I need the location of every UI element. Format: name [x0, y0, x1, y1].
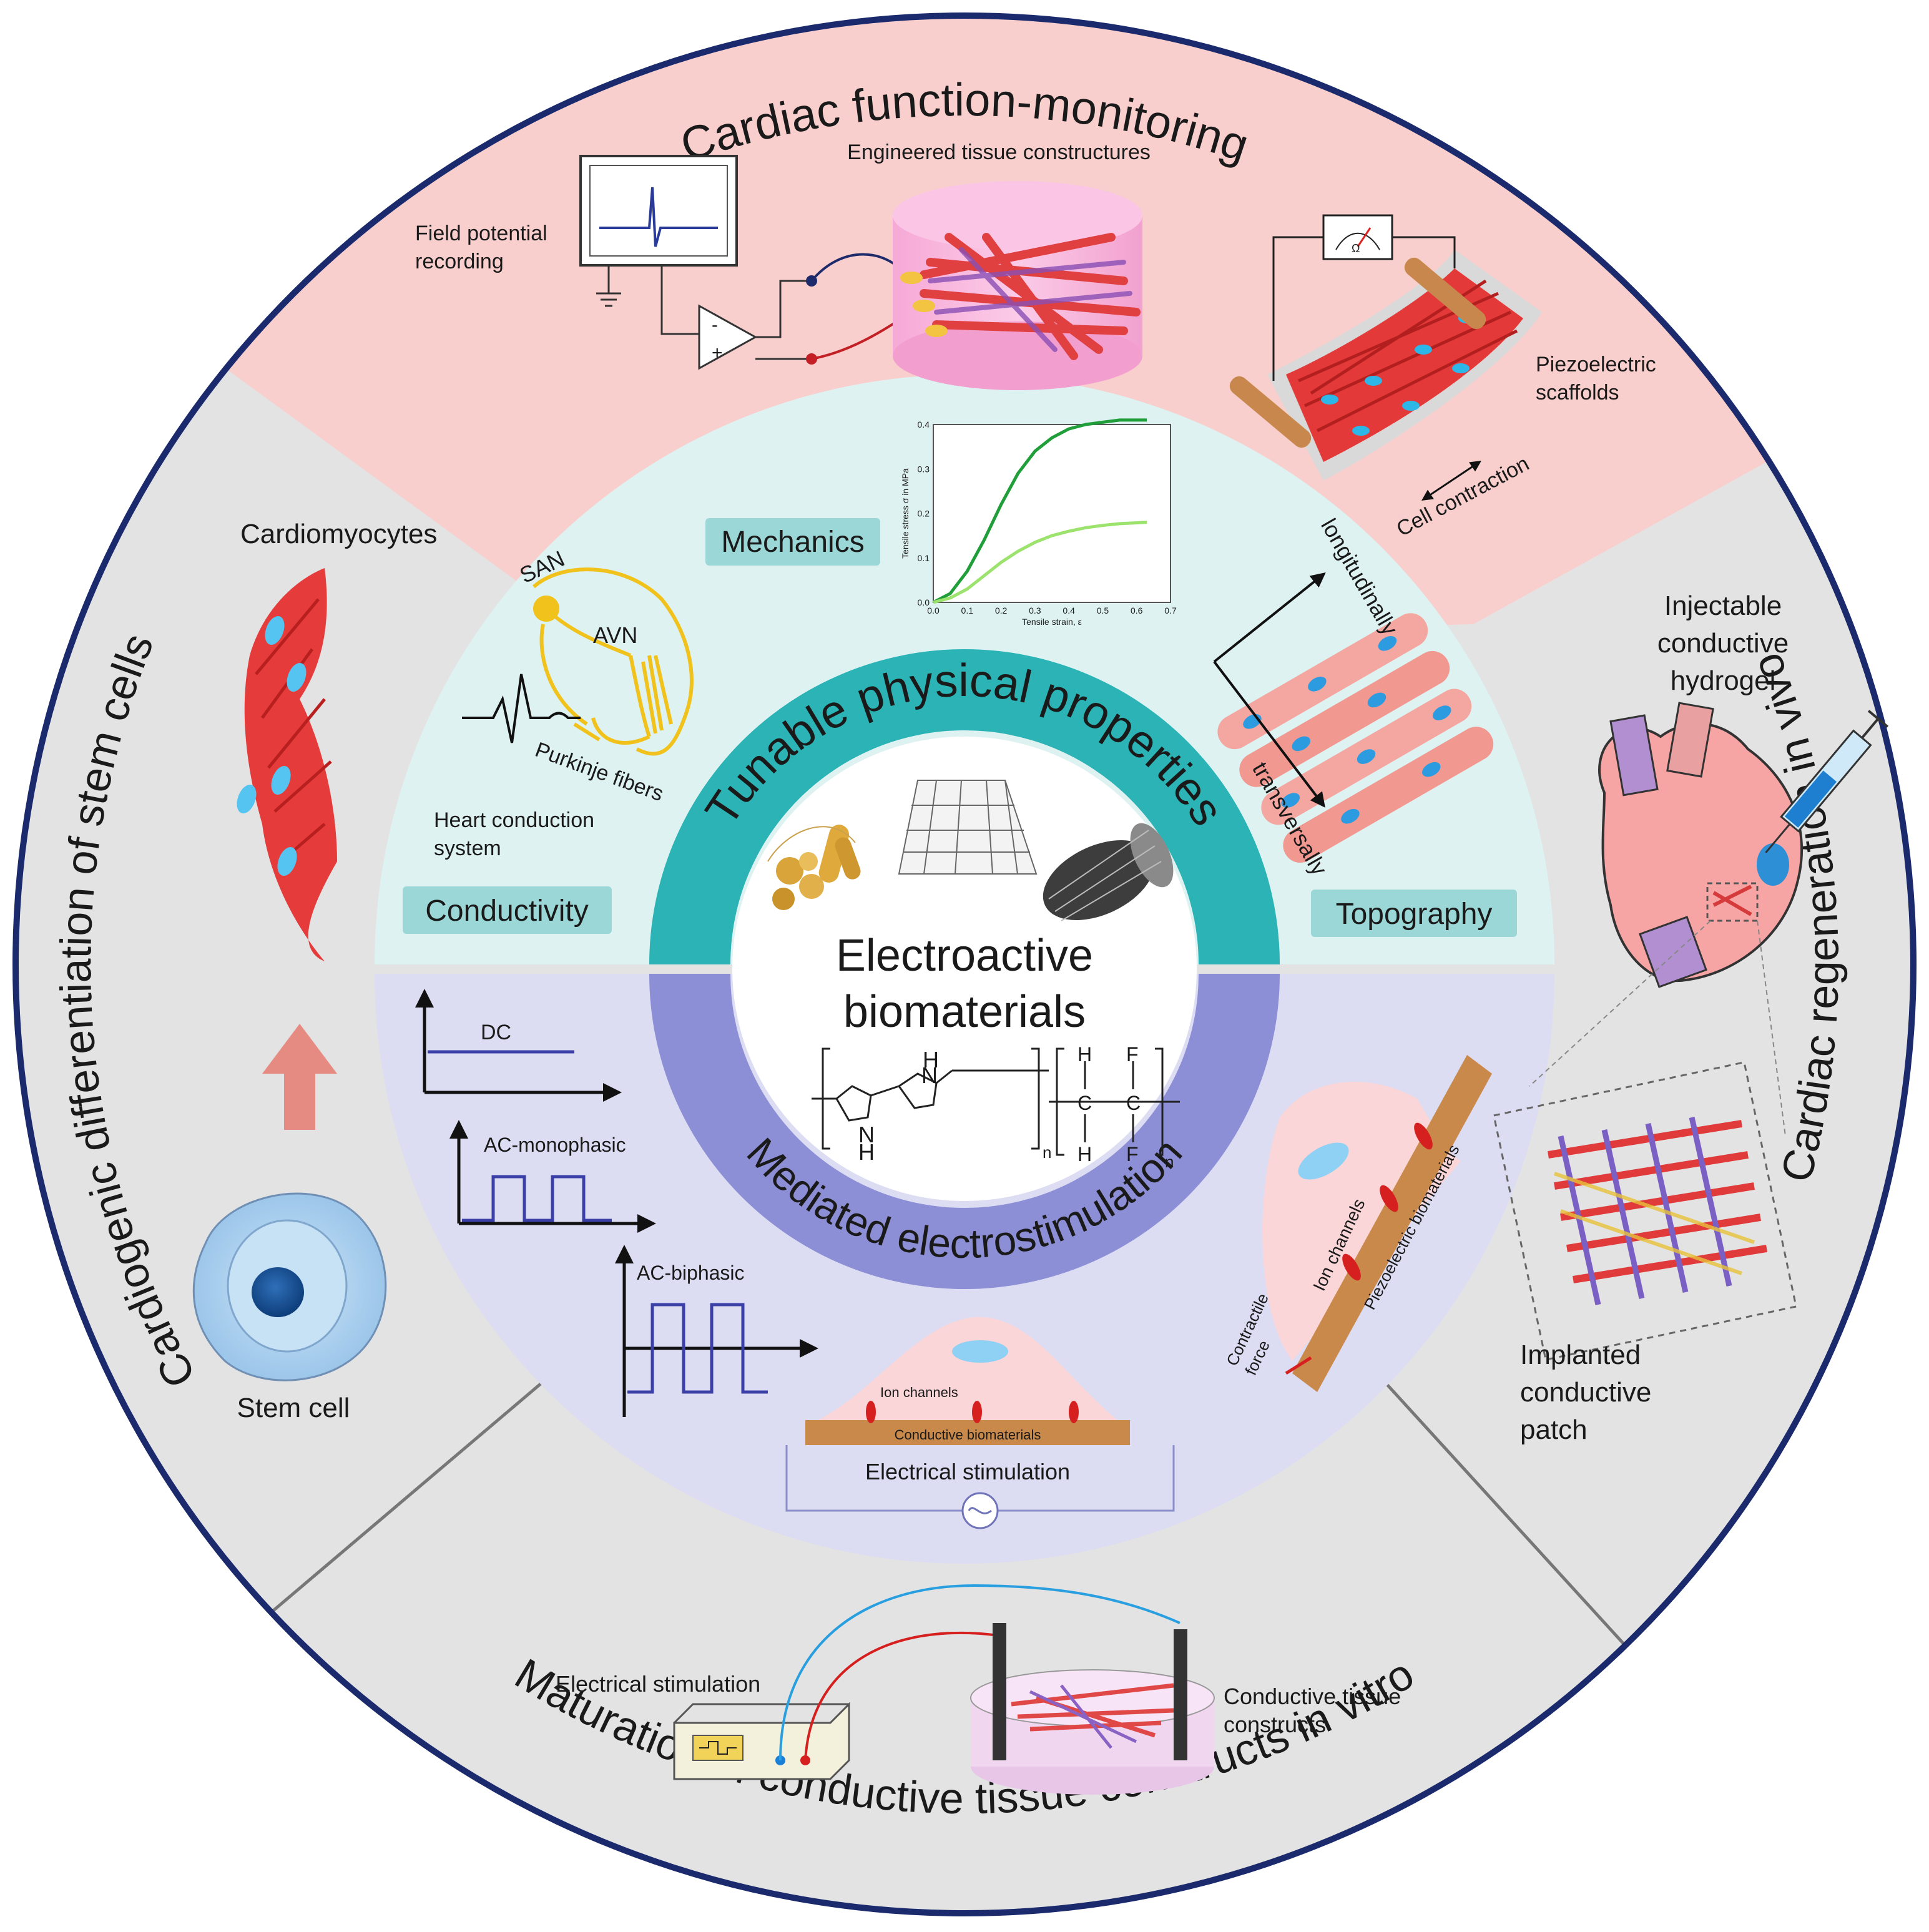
pvdf-f-bottom: F [1126, 1143, 1139, 1165]
field-potential-line2: recording [415, 250, 504, 273]
chart-x-tick-label: 0.2 [995, 606, 1008, 615]
conductivity-label-box [403, 886, 612, 934]
electrical-stimulation-label-inner: Electrical stimulation [865, 1459, 1070, 1484]
piezo-scaffold-icon [1229, 214, 1542, 501]
topography-label: Topography [1336, 898, 1493, 931]
electrical-stimulation-label-outer: Electrical stimulation [556, 1671, 760, 1697]
outer-circle-border [12, 12, 1917, 1916]
chart-y-tick-label: 0.1 [918, 553, 930, 563]
patch-line3: patch [1520, 1415, 1588, 1445]
ac-biphasic-label: AC-biphasic [637, 1262, 745, 1284]
pyrrole-h-label-2: H [923, 1047, 939, 1072]
chart-x-tick-label: 0.7 [1164, 606, 1177, 615]
chart-x-tick-label: 0.4 [1063, 606, 1075, 615]
conductive-patch-icon [1493, 1061, 1797, 1361]
piezo-cell-icon [1262, 1055, 1492, 1392]
heart-icon [1598, 702, 1889, 988]
chart-y-tick-label: 0.3 [918, 464, 930, 474]
chart-x-tick-label: 0.3 [1029, 606, 1041, 615]
ac-biphasic-waveform [615, 1245, 818, 1417]
teal-ring [649, 649, 1280, 964]
amp-minus: - [712, 315, 718, 335]
heart-conduction-icon [533, 567, 694, 756]
patch-line2: conductive [1520, 1377, 1651, 1408]
chart-x-tick-label: 0.1 [961, 606, 974, 615]
chart-y-tick-label: 0.4 [918, 419, 930, 429]
chart-x-axis-label: Tensile strain, ε [1022, 617, 1082, 627]
pvdf-h-top: H [1077, 1043, 1092, 1066]
conductivity-label: Conductivity [425, 895, 588, 928]
carbon-nanotube-icon [1043, 823, 1174, 921]
stimulator-device-icon [673, 1584, 1180, 1780]
dc-waveform [415, 989, 622, 1102]
hydrogel-line3: hydrogel [1671, 665, 1776, 696]
pvdf-n-subscript: n [1165, 1152, 1174, 1171]
pvdf-h-bottom: H [1077, 1143, 1092, 1165]
constructs-line2: constructs [1224, 1712, 1326, 1737]
aligned-tissue-icon [1213, 572, 1494, 863]
chart-x-tick-label: 0.0 [927, 606, 940, 615]
hydrogel-line1: Injectable [1664, 591, 1782, 621]
stem-cell-label: Stem cell [237, 1393, 350, 1423]
conductive-biomaterials-label: Conductive biomaterials [895, 1427, 1041, 1443]
engineered-tissue-label: Engineered tissue constructures [847, 140, 1151, 164]
mechanics-label: Mechanics [721, 526, 864, 559]
graphene-sheet-icon [898, 780, 1038, 875]
polypyrrole-structure [812, 1047, 1049, 1150]
avn-label: AVN [593, 622, 637, 648]
chart-y-axis-label: Tensile stress σ in MPa [900, 468, 910, 559]
piezo-scaffolds-line2: scaffolds [1536, 381, 1619, 405]
zoom-guide-lines [1529, 920, 1786, 1137]
chart-y-tick-label: 0.0 [918, 597, 930, 607]
field-potential-line1: Field potential [415, 222, 547, 245]
pvdf-c-right: C [1126, 1092, 1141, 1114]
ecg-trace-icon [462, 674, 581, 743]
cardiomyocytes-icon [237, 568, 337, 961]
polypyrrole-n-subscript: n [1043, 1143, 1051, 1162]
chart-x-tick-label: 0.6 [1131, 606, 1143, 615]
hydrogel-line2: conductive [1657, 628, 1789, 659]
center-title-line1: Electroactive [836, 931, 1093, 981]
pvdf-f-top: F [1126, 1043, 1139, 1066]
ohm-symbol: Ω [1352, 242, 1360, 255]
chart-series-line-2 [933, 521, 1147, 604]
chart-plot-area [933, 424, 1171, 603]
constructs-line1: Conductive tissue [1224, 1684, 1401, 1709]
ac-monophasic-waveform [449, 1120, 656, 1233]
cardiomyocytes-label: Cardiomyocytes [240, 519, 437, 549]
center-title-line2: biomaterials [843, 987, 1086, 1037]
ac-monophasic-label: AC-monophasic [484, 1134, 626, 1156]
chart-y-tick-label: 0.2 [918, 509, 930, 519]
chart-series-line-1 [932, 418, 1147, 604]
gold-nanoparticles-icon [767, 825, 861, 910]
chart-x-tick-label: 0.5 [1097, 606, 1109, 615]
purple-ring [649, 974, 1280, 1289]
ion-channels-label-1: Ion channels [880, 1385, 958, 1400]
mechanics-label-box [705, 518, 880, 566]
conduction-system-line2: system [434, 836, 501, 860]
pvdf-c-left: C [1077, 1092, 1092, 1114]
piezo-scaffolds-line1: Piezoelectric [1536, 353, 1656, 376]
pyrrole-n-label-1: N [858, 1122, 875, 1147]
dc-label: DC [481, 1021, 511, 1044]
topography-label-box [1311, 890, 1517, 937]
field-potential-monitor [579, 155, 918, 370]
stem-cell-icon [192, 1192, 387, 1381]
pyrrole-h-label-1: H [858, 1139, 875, 1165]
amp-plus: + [712, 343, 723, 363]
engineered-tissue-cylinder [893, 181, 1142, 390]
differentiation-arrow-icon [262, 1024, 337, 1130]
conduction-system-line1: Heart conduction [434, 808, 594, 832]
pvdf-structure [1049, 1047, 1180, 1156]
cell-on-conductive-biomaterial [785, 1317, 1175, 1529]
patch-line1: Implanted [1520, 1340, 1641, 1370]
pyrrole-n-label-2: N [921, 1062, 938, 1088]
culture-dish-icon [970, 1623, 1215, 1795]
